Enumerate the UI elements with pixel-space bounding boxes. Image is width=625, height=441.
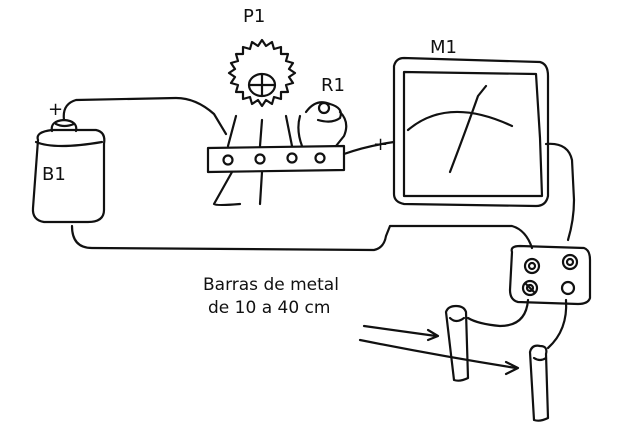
caption-line-1: Barras de metal (203, 275, 339, 295)
arrow-to-bar2 (358, 338, 520, 376)
metal-bar-1 (444, 304, 470, 382)
wire-block-to-bar1 (466, 298, 530, 328)
label-meter-plus: + (373, 134, 389, 155)
label-m1: M1 (430, 37, 457, 58)
caption-line-2: de 10 a 40 cm (208, 298, 331, 318)
label-b1: B1 (42, 164, 66, 185)
arrow-to-bar1 (362, 324, 440, 342)
label-r1: R1 (321, 75, 345, 96)
wire-battery-to-block (70, 224, 534, 252)
label-p1: P1 (243, 6, 266, 27)
wire-strip-to-meter (342, 140, 396, 156)
metal-bar-2 (528, 344, 550, 422)
terminal-strip (206, 144, 346, 207)
label-battery-plus: + (48, 99, 64, 120)
potentiometer-p1 (226, 38, 297, 148)
terminal-block (508, 244, 592, 306)
wire-battery-to-pot (62, 96, 228, 136)
meter-m1 (392, 56, 576, 242)
resistor-r1 (297, 101, 348, 148)
wire-block-to-bar2 (546, 298, 568, 350)
